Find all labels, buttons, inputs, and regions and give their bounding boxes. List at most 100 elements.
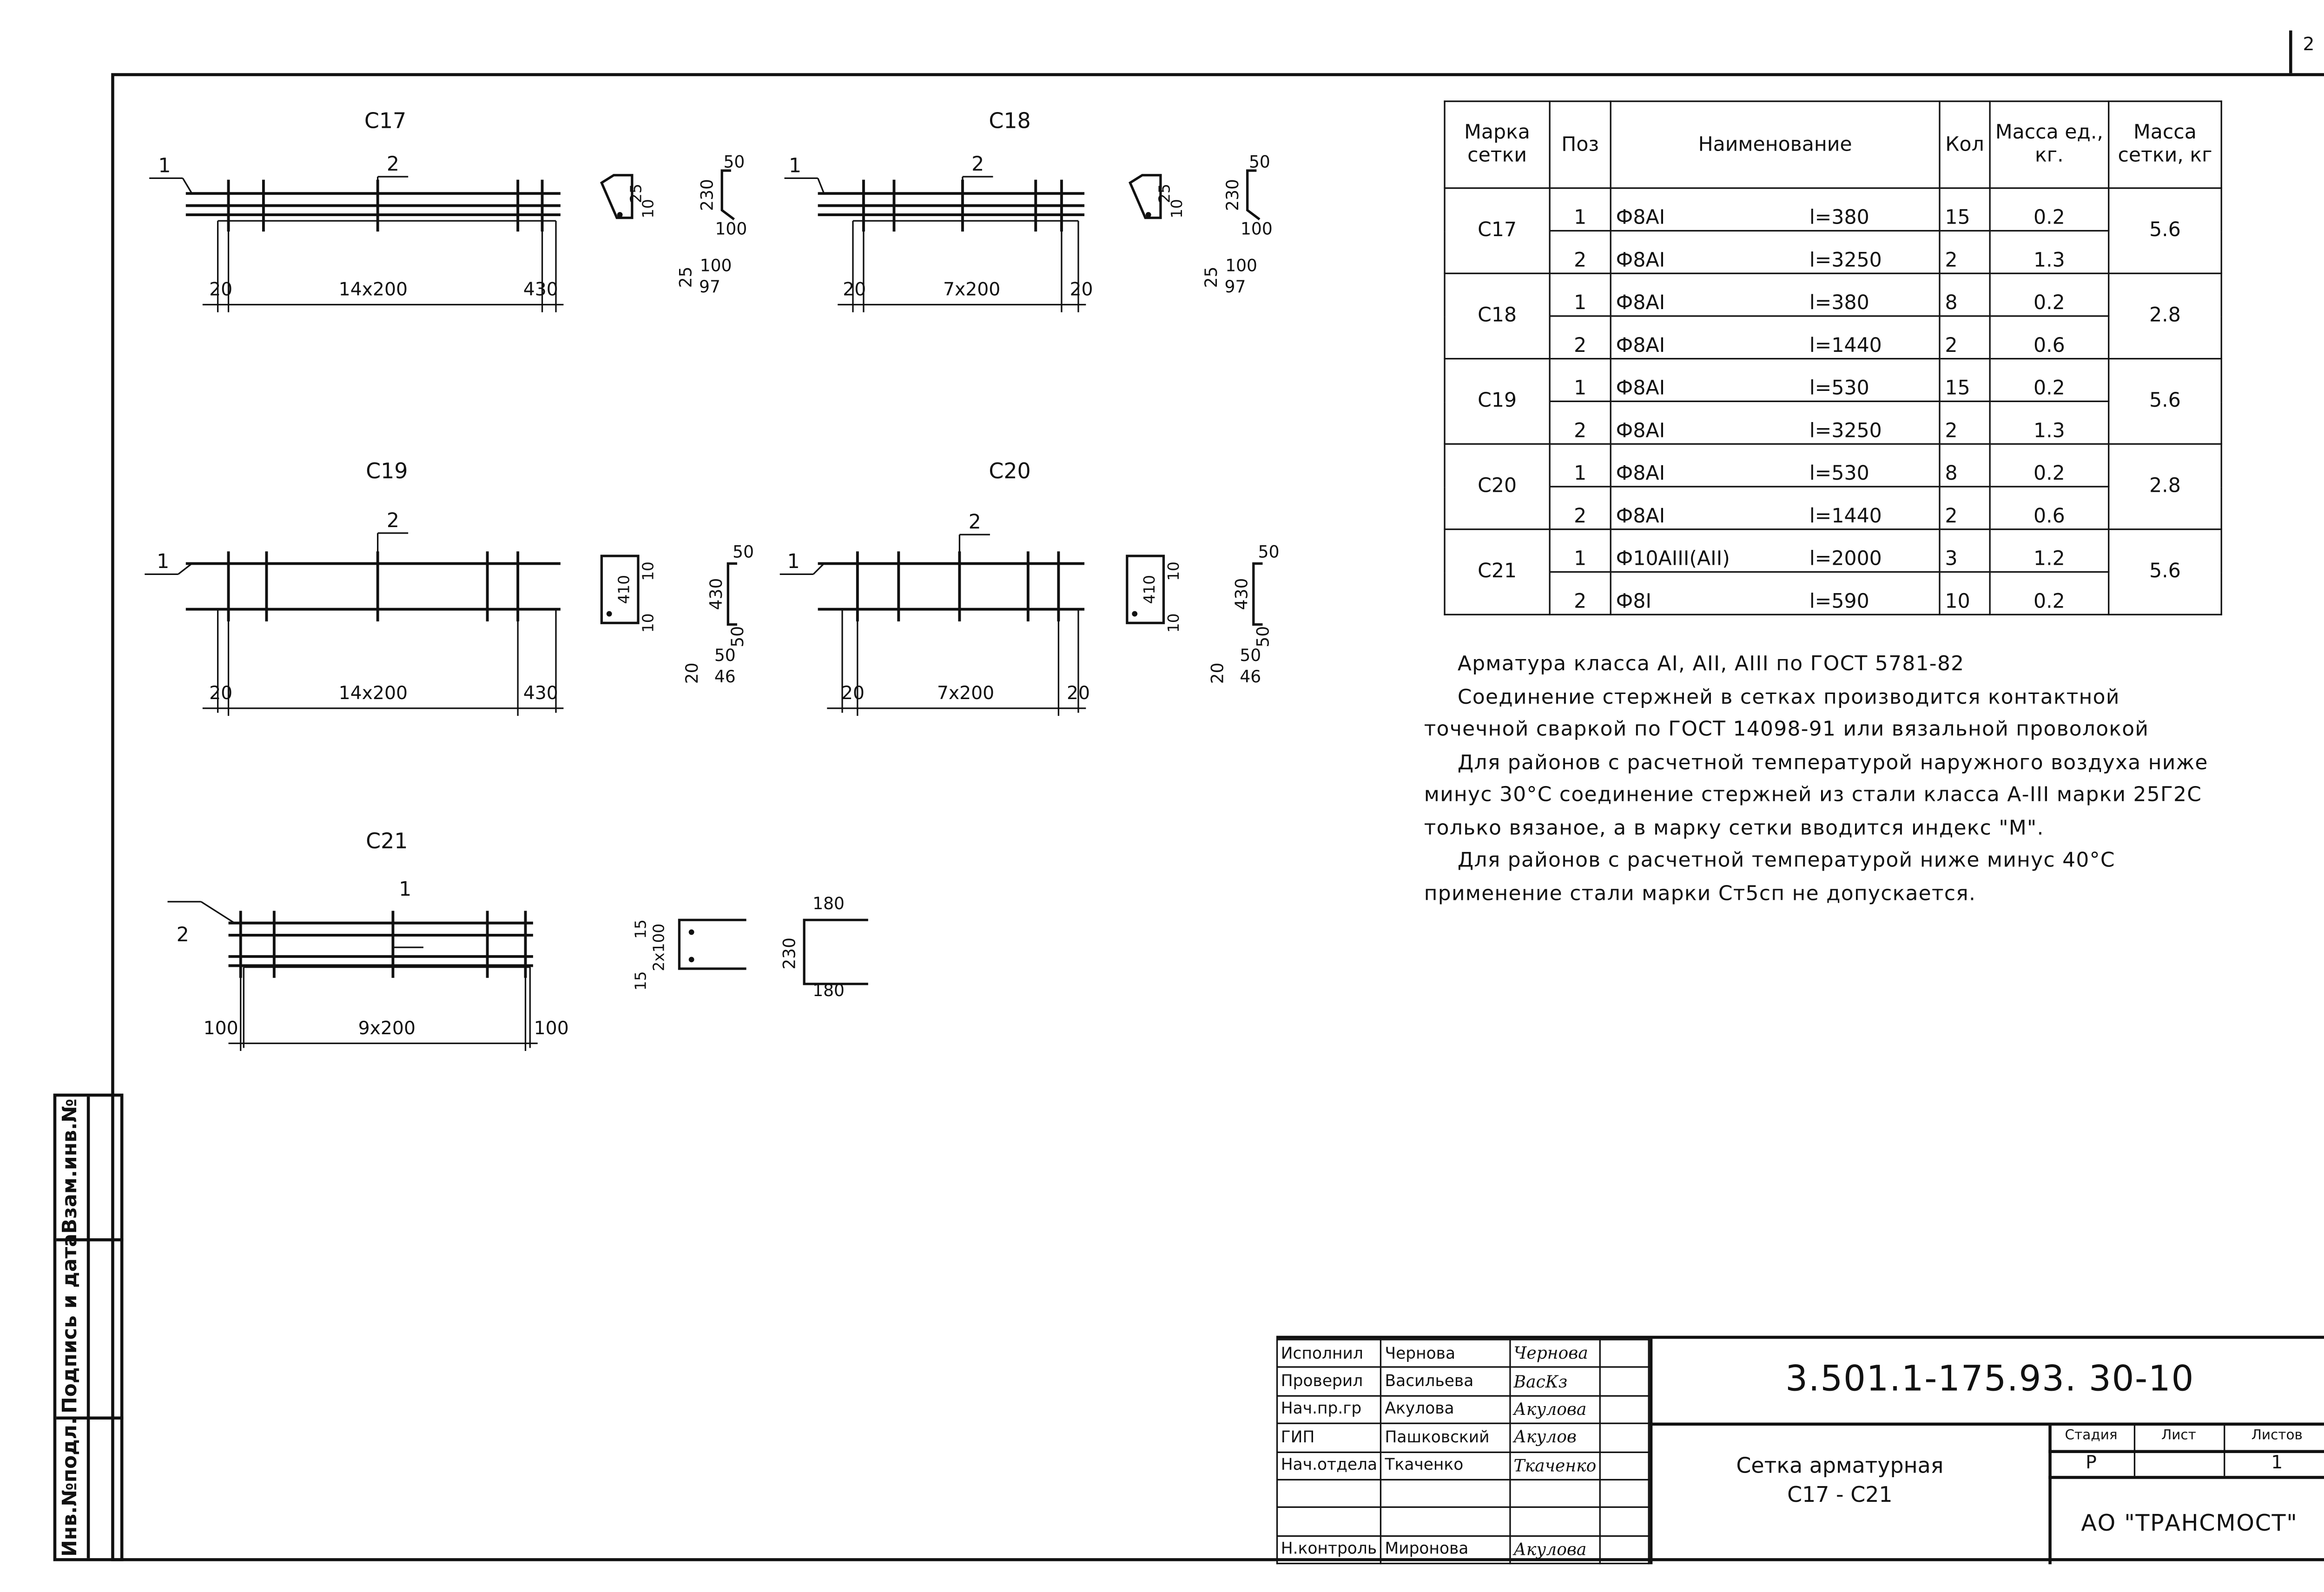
role-cell [1276,1479,1382,1508]
pos-cell: 1 [1549,528,1611,573]
section-dimension: 10 [1168,199,1186,218]
bar-designation: Ф8АI [1616,250,1665,273]
bent-bar-dimension: 50 [1249,152,1270,172]
organization-name: АО "ТРАНСМОСТ" [2081,1509,2298,1537]
mesh-mark-label: С17 [364,108,406,133]
role-cell: ГИП [1276,1422,1382,1453]
date-cell [1599,1339,1650,1368]
bent-bar-dimension: 430 [1233,578,1252,610]
role-cell: Н.контроль [1276,1534,1382,1565]
bent-bar-shape [1246,169,1261,220]
dimension-label: 14x200 [339,279,408,300]
mesh-mark-label: С20 [989,458,1030,483]
qty-cell: 8 [1939,272,1991,317]
dimension-label: 20 [209,683,232,704]
role-cell: Нач.пр.гр [1276,1394,1382,1425]
dimension-label: 20 [209,279,232,300]
bent-bar-dimension: 230 [1223,179,1242,211]
pos-cell: 1 [1549,272,1611,317]
role-cell: Проверил [1276,1367,1382,1397]
unit-mass-cell: 1.3 [1989,400,2110,445]
signature-cell: Акулова [1509,1394,1601,1425]
drawing-title: Сетка арматурная [1736,1454,1944,1479]
dimension-label: 20 [841,683,865,704]
leader-line [182,178,193,194]
leader-line [178,563,192,575]
signature-cell: Акулова [1509,1534,1601,1565]
bent-bar-dimension: 46 [714,667,736,687]
signature-cell: ВасКз [1509,1367,1601,1397]
bar-dot [606,611,612,617]
dimension-label: 14x200 [339,683,408,704]
pos-cell: 2 [1549,315,1611,360]
note-1: Арматура класса АI, АII, АIII по ГОСТ 57… [1457,653,1965,676]
mesh-mass-cell: 2.8 [2108,272,2222,360]
section-dimension: 10 [1165,613,1182,633]
position-2-label: 2 [969,510,981,534]
role-cell: Исполнил [1276,1339,1382,1368]
dimension-label: 7x200 [943,279,1000,300]
bent-bar-shape [803,918,868,985]
note-3: Для районов с расчетной температурой нар… [1424,752,2208,840]
sheets-value: 1 [2271,1451,2283,1473]
leader-line [817,178,825,194]
unit-mass-cell: 0.2 [1989,358,2110,403]
bent-bar-dimension: 46 [1240,667,1261,687]
position-1-label: 1 [157,550,169,573]
bar-designation: Ф8АI [1616,505,1665,529]
bar-designation: Ф8АI [1616,377,1665,401]
name-cell [1380,1479,1511,1508]
header-pos: Поз [1549,100,1611,189]
pos-cell: 2 [1549,400,1611,445]
bent-bar-dimension: 100 [715,220,747,239]
section-shape [600,174,634,219]
stamp-signature-date: Подпись и дата [59,1233,82,1414]
section-dimension: 10 [640,199,657,218]
stamp-replacement-inv: Взам.инв.№ [59,1098,82,1234]
bent-bar-dimension: 430 [707,578,726,610]
signature-cell [1509,1506,1601,1537]
bent-bar-dimension: 50 [1254,626,1273,647]
qty-cell: 15 [1939,187,1991,232]
side-stamp: Инв.№подл. Подпись и дата Взам.инв.№ [53,1093,124,1561]
position-1-label: 1 [399,878,411,901]
qty-cell: 8 [1939,443,1991,488]
bent-bar-dimension: 100 [1241,220,1273,239]
mark-cell: С18 [1444,272,1551,360]
bar-length: l=3250 [1809,420,1882,443]
bar-length: l=530 [1809,377,1869,401]
date-cell [1599,1394,1650,1425]
signature-cell: Чернова [1509,1339,1601,1368]
table-header-row: Марка сетки Поз Наименование Кол Масса е… [1444,100,2222,189]
bent-bar-shape [720,169,735,220]
header-mesh-mass: Масса сетки, кг [2108,100,2222,189]
position-1-label: 1 [787,550,800,573]
qty-cell: 2 [1939,230,1991,274]
pos-cell: 2 [1549,230,1611,274]
bent-bar-dimension: 230 [780,938,799,970]
mesh-mass-cell: 5.6 [2108,187,2222,274]
unit-mass-cell: 0.2 [1989,443,2110,488]
section-dimension: 10 [1165,561,1182,581]
dimension-label: 20 [843,279,866,300]
name-cell: Ф8АI l=530 [1610,358,1941,403]
bent-bar-dimension: 100 [1225,256,1257,275]
bent-bar-dimension: 50 [723,152,745,172]
bent-bar-dimension: 25 [1202,266,1221,288]
dimension-label: 7x200 [937,683,994,704]
bent-bar-dimension: 50 [733,542,754,561]
